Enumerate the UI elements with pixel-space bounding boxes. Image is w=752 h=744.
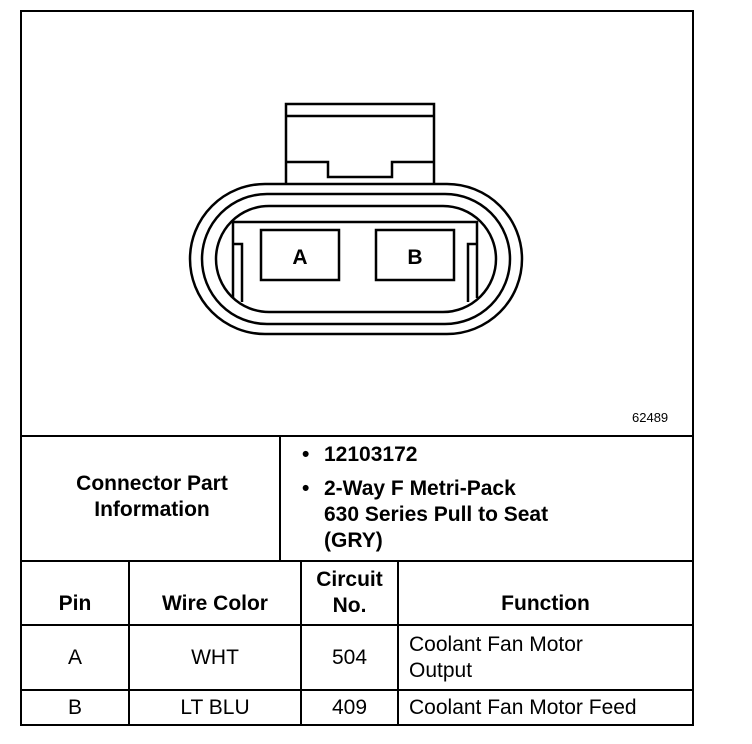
table-row-function: Coolant Fan Motor Output xyxy=(409,632,583,682)
header-function: Function xyxy=(501,592,590,615)
table-row-circuit: 409 xyxy=(331,695,368,719)
bullet-icon: • xyxy=(302,477,310,500)
header-pin: Pin xyxy=(58,592,92,615)
divider xyxy=(22,624,692,626)
pin-a-label: A xyxy=(292,246,307,269)
part-info-label: Connector Part Information xyxy=(76,472,228,521)
lock-tab xyxy=(284,102,436,184)
divider xyxy=(300,560,302,724)
table-row-wire-color: WHT xyxy=(191,645,239,669)
header-circuit-no: Circuit No. xyxy=(316,568,383,617)
header-wire-color: Wire Color xyxy=(162,592,268,615)
part-info-item: • 12103172 xyxy=(302,443,418,466)
pin-b-cavity xyxy=(374,228,456,282)
divider xyxy=(22,560,692,562)
bullet-icon: • xyxy=(302,443,310,466)
figure-number: 62489 xyxy=(632,410,669,425)
divider xyxy=(22,689,692,691)
table-row-wire-color: LT BLU xyxy=(180,695,250,719)
pin-a-cavity xyxy=(259,228,341,282)
table-row-pin: A xyxy=(67,645,82,669)
divider xyxy=(397,560,399,724)
table-row-circuit: 504 xyxy=(331,645,368,669)
part-info-item: • 2-Way F Metri-Pack 630 Series Pull to … xyxy=(302,477,549,552)
pin-b-label: B xyxy=(407,246,422,269)
part-info-list: • 12103172 • 2-Way F Metri-Pack 630 Seri… xyxy=(302,442,662,562)
table-row-pin: B xyxy=(67,695,82,719)
divider xyxy=(279,435,281,560)
connector-info-frame: A B 62489 Connector Part Information • 1… xyxy=(20,10,694,726)
connector-diagram: A B xyxy=(188,102,524,336)
table-row-function: Coolant Fan Motor Feed xyxy=(409,695,637,719)
connector-outer-shell xyxy=(188,182,524,336)
divider xyxy=(22,435,692,437)
divider xyxy=(128,560,130,724)
